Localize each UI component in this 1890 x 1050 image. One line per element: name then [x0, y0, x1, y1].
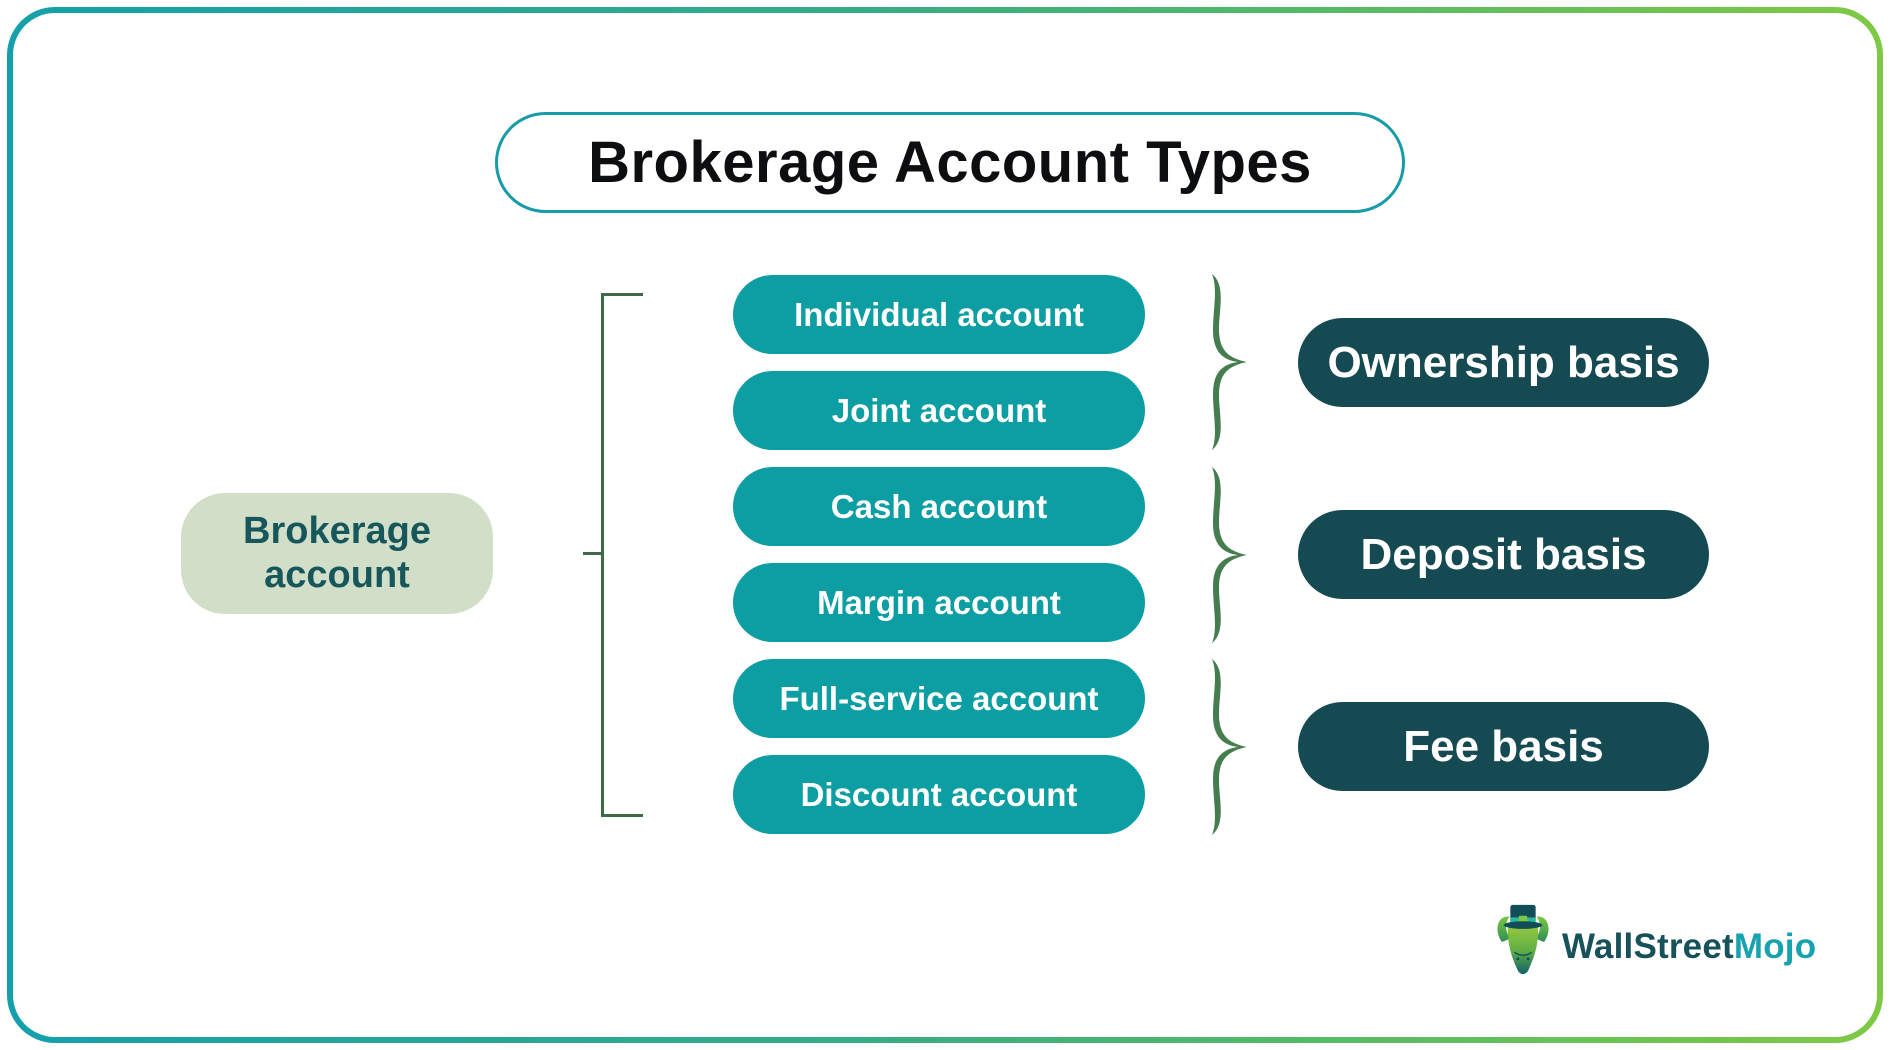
- bracket-bottom-arm: [601, 814, 643, 817]
- basis-pill-ownership: Ownership basis: [1298, 318, 1709, 407]
- diagram-title-pill: Brokerage Account Types: [495, 112, 1405, 213]
- account-pill-individual: Individual account: [733, 275, 1145, 354]
- basis-pill-label: Deposit basis: [1360, 529, 1647, 579]
- curly-brace-icon: [1197, 657, 1259, 837]
- wallstreetmojo-bull-icon: [1497, 904, 1549, 974]
- account-pill-joint: Joint account: [733, 371, 1145, 450]
- basis-pill-label: Fee basis: [1403, 721, 1604, 771]
- account-pill-label: Margin account: [817, 583, 1061, 621]
- account-pill-label: Joint account: [831, 391, 1047, 429]
- account-pill-label: Individual account: [794, 295, 1084, 333]
- bracket-top-arm: [601, 293, 643, 296]
- wallstreetmojo-wordmark: WallStreetMojo: [1562, 927, 1816, 967]
- curly-brace-icon: [1197, 465, 1259, 645]
- bracket-vertical-line: [601, 293, 604, 817]
- wallstreetmojo-logo: WallStreetMojo: [1496, 903, 1816, 991]
- account-pill-label: Discount account: [800, 775, 1078, 813]
- logo-text-wallstreet: WallStreet: [1562, 927, 1734, 966]
- diagram-title: Brokerage Account Types: [588, 130, 1312, 195]
- bracket-connector-stub: [583, 552, 601, 555]
- account-pill-margin: Margin account: [733, 563, 1145, 642]
- account-pill-label: Cash account: [830, 487, 1048, 525]
- logo-text-mojo: Mojo: [1733, 927, 1817, 966]
- root-node-brokerage-account: Brokerage account: [181, 493, 493, 614]
- account-pill-label: Full-service account: [779, 679, 1099, 717]
- basis-pill-deposit: Deposit basis: [1298, 510, 1709, 599]
- account-pill-cash: Cash account: [733, 467, 1145, 546]
- basis-pill-label: Ownership basis: [1327, 337, 1680, 387]
- root-node-label: Brokerage account: [243, 509, 431, 596]
- account-pill-full-service: Full-service account: [733, 659, 1145, 738]
- basis-pill-fee: Fee basis: [1298, 702, 1709, 791]
- account-pill-discount: Discount account: [733, 755, 1145, 834]
- curly-brace-icon: [1197, 272, 1259, 452]
